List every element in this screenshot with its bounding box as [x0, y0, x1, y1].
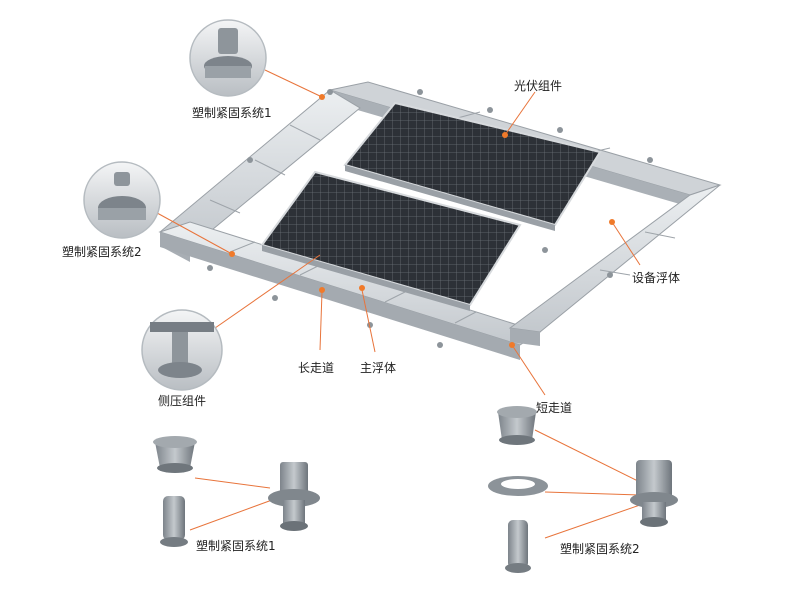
marker-dots — [229, 94, 615, 348]
label-long-walkway: 长走道 — [298, 361, 334, 375]
label-tight-system-1-bottom: 塑制紧固系统1 — [196, 538, 276, 553]
callout-tight-system-1 — [189, 19, 267, 97]
label-equipment-float: 设备浮体 — [632, 271, 680, 285]
label-short-walkway: 短走道 — [536, 401, 572, 415]
label-pv-module: 光伏组件 — [514, 79, 562, 93]
leader-lines — [147, 69, 641, 539]
parts-tight-system-1 — [153, 436, 320, 547]
label-tight-system-2-left: 塑制紧固系统2 — [62, 244, 142, 259]
solar-panels — [260, 101, 602, 311]
callout-tight-system-2 — [83, 161, 161, 239]
label-side-press: 侧压组件 — [158, 394, 206, 408]
label-tight-system-1-top: 塑制紧固系统1 — [192, 105, 272, 120]
label-main-float: 主浮体 — [360, 361, 396, 375]
parts-tight-system-2 — [488, 406, 678, 573]
label-tight-system-2-bottom: 塑制紧固系统2 — [560, 541, 640, 556]
callout-side-press — [141, 309, 223, 391]
